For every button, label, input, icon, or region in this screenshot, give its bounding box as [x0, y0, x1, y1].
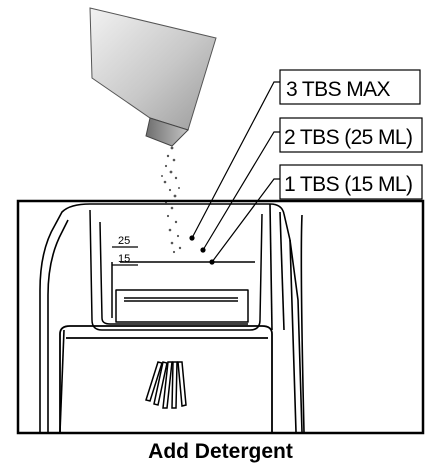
dispenser-housing	[39, 203, 305, 433]
label-max: 3 TBS MAX	[286, 78, 391, 101]
cup-mark-upper: 25	[118, 235, 130, 247]
label-two: 2 TBS (25 ML)	[284, 126, 412, 149]
dispenser-lid	[59, 325, 273, 432]
measurement-labels: 3 TBS MAX 2 TBS (25 ML) 1 TBS (15 ML)	[279, 69, 423, 200]
frame-border	[16, 199, 425, 435]
detergent-cup	[89, 209, 263, 331]
label-one: 1 TBS (15 ML)	[284, 173, 412, 196]
label-box-two	[279, 117, 423, 153]
label-box-one	[279, 164, 423, 200]
caption: Add Detergent	[148, 440, 293, 463]
lid-ridges-icon	[145, 361, 187, 409]
level-dots	[189, 235, 215, 265]
cup-mark-lower: 15	[118, 253, 130, 265]
scoop-icon	[89, 7, 217, 147]
cup-level-marks: 25 15	[112, 235, 138, 266]
leader-lines	[191, 81, 280, 263]
label-box-max	[279, 69, 421, 105]
